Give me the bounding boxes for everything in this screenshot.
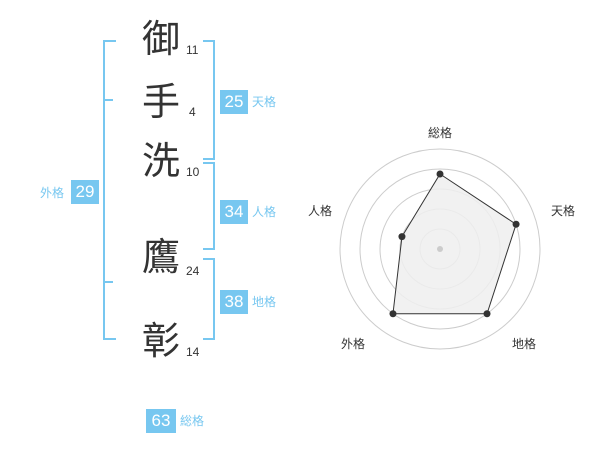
name-char-4: 鷹 [142,235,181,279]
tenkaku-badge: 25 [220,90,248,114]
name-char-5: 彰 [142,319,181,363]
chikaku-badge: 38 [220,290,248,314]
stroke-count-5: 14 [186,345,200,359]
name-char-2: 手 [142,80,181,124]
radar-label-jinkaku: 人格 [308,204,333,218]
stroke-count-3: 10 [186,165,200,179]
radar-point [512,220,520,228]
soukaku-label: 総格 [180,414,205,428]
radar-grid-ring [359,168,521,330]
chikaku-label: 地格 [252,295,277,309]
tenkaku-bracket [203,40,215,160]
name-char-3: 洗 [142,139,181,183]
radar-point [436,170,444,178]
chikaku-bracket [203,258,215,340]
radar-point [398,233,406,241]
tenkaku-label: 天格 [252,95,277,109]
radar-points [389,170,520,318]
stroke-count-1: 11 [186,43,199,57]
jinkaku-badge: 34 [220,200,248,224]
radar-point [483,310,491,318]
soukaku-badge: 63 [146,409,176,433]
stroke-count-2: 4 [189,105,196,119]
gaikaku-badge: 29 [71,180,99,204]
radar-label-chikaku: 地格 [512,337,537,351]
bracket-tick [105,99,113,101]
stroke-count-4: 24 [186,264,200,278]
radar-label-tenkaku: 天格 [551,204,576,218]
radar-polygon [392,173,517,315]
jinkaku-bracket [203,162,215,250]
name-char-1: 御 [142,17,181,61]
radar-point [389,310,397,318]
radar-label-soukaku: 総格 [428,126,453,140]
bracket-tick [105,281,113,283]
radar-label-gaikaku: 外格 [341,337,366,351]
radar-center-dot [437,246,443,252]
gaikaku-label: 外格 [40,186,65,200]
gaikaku-bracket [103,40,116,340]
jinkaku-label: 人格 [252,205,277,219]
